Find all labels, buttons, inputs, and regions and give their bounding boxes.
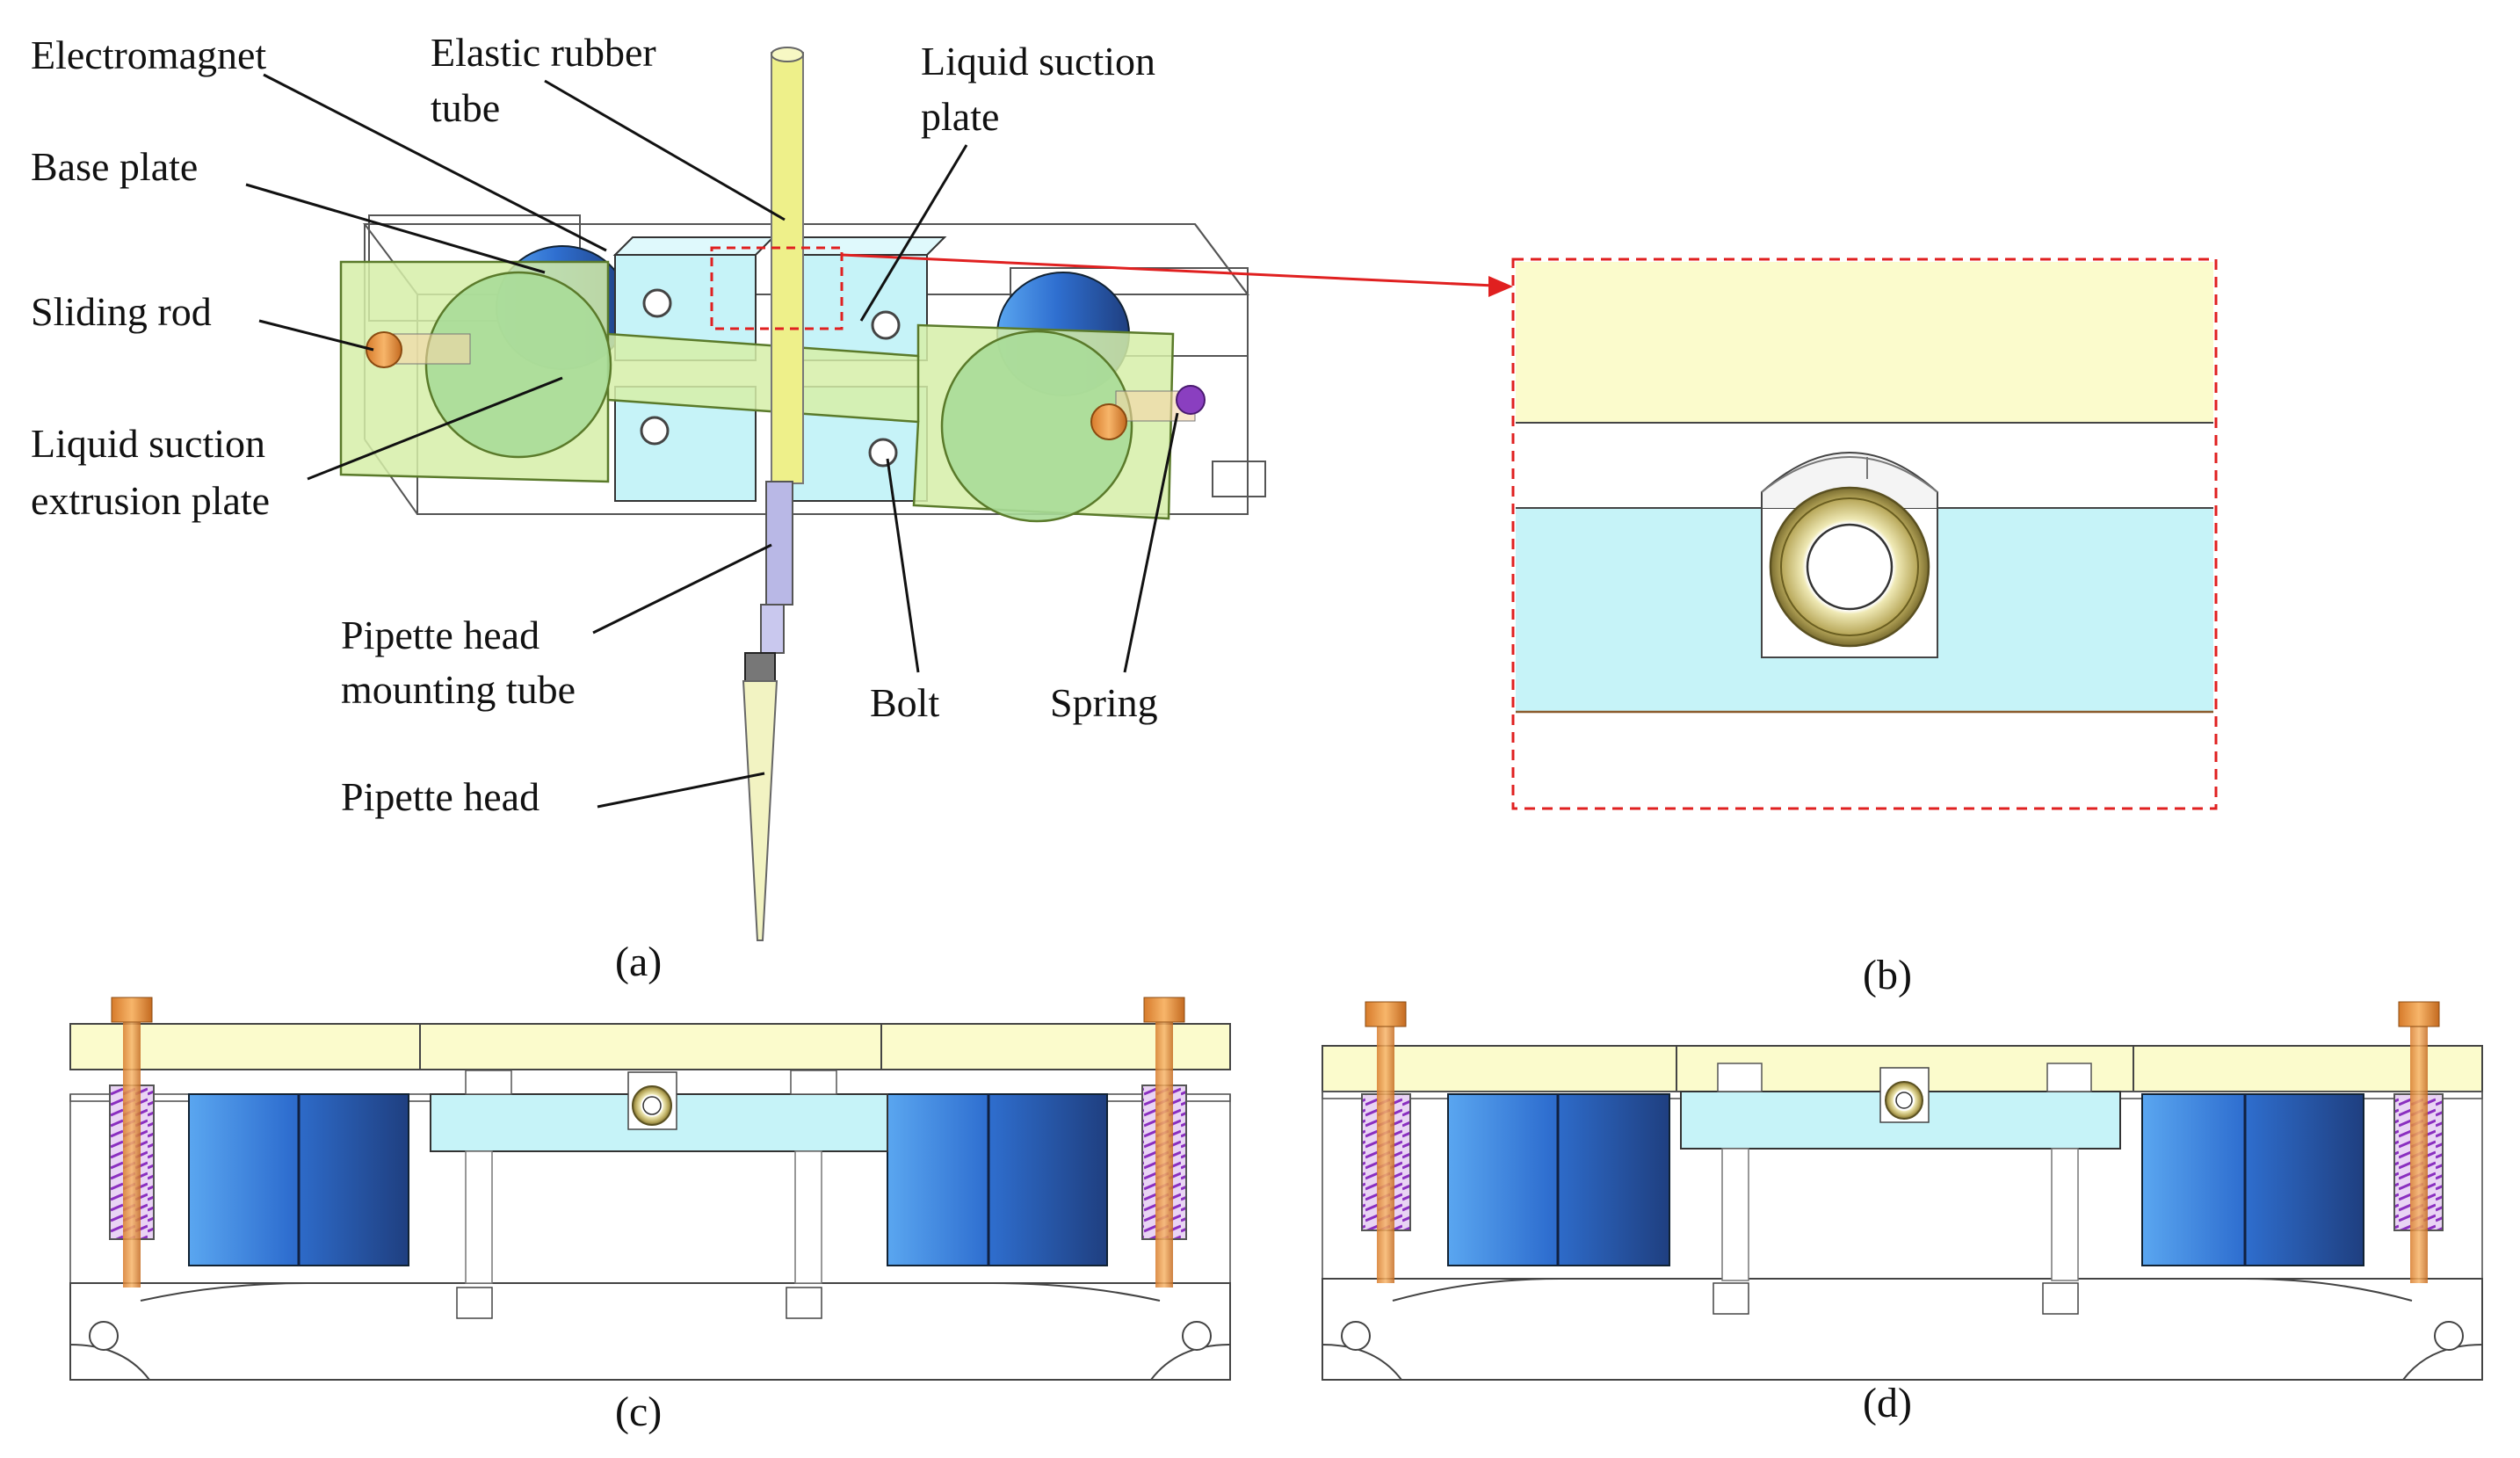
caption-b: (b)	[1863, 952, 1912, 998]
sliding-rods	[366, 331, 1206, 440]
caption-a: (a)	[615, 939, 662, 985]
label-elastic-rubber-tube-1: Elastic rubber	[431, 30, 656, 75]
zoom-region-marker	[710, 246, 844, 330]
rod-right-d	[2410, 1002, 2428, 1283]
tube-bore	[1806, 523, 1894, 611]
panel-a: Electromagnet Elastic rubber tube Liquid…	[31, 30, 1513, 985]
zoom-arrow	[841, 253, 1495, 287]
panel-b: (b)	[1511, 258, 2218, 998]
rod-left-c	[123, 997, 141, 1288]
label-electromagnet: Electromagnet	[31, 33, 266, 77]
label-extrusion-plate-2: extrusion plate	[31, 478, 270, 523]
label-mounting-tube-1: Pipette head	[341, 613, 539, 657]
pipette-mounting-tube	[760, 481, 793, 654]
panel-c: (c)	[69, 997, 1231, 1435]
label-elastic-rubber-tube-2: tube	[431, 85, 500, 130]
top-plate-c	[69, 1023, 1231, 1070]
electromagnet-right-d	[2141, 1093, 2364, 1266]
label-pipette-head: Pipette head	[341, 774, 539, 819]
label-bolt: Bolt	[870, 680, 939, 725]
panel-d: (d)	[1322, 1001, 2483, 1426]
electromagnet-right-c	[887, 1093, 1108, 1266]
rod-left-d	[1377, 1002, 1394, 1283]
label-sliding-rod: Sliding rod	[31, 289, 212, 334]
label-spring: Spring	[1050, 680, 1158, 725]
elastic-rubber-tube	[771, 47, 804, 484]
bolts	[640, 288, 901, 468]
rod-right-c	[1155, 997, 1173, 1288]
zoom-frame	[1511, 258, 2218, 810]
leader-lines	[245, 73, 1179, 809]
pipette-head	[742, 652, 778, 941]
label-liquid-suction-plate-2: plate	[921, 94, 999, 139]
label-mounting-tube-2: mounting tube	[341, 667, 576, 712]
label-extrusion-plate-1: Liquid suction	[31, 421, 265, 466]
caption-d: (d)	[1863, 1380, 1912, 1426]
top-plate-section	[1516, 262, 2213, 423]
zoom-arrowhead	[1488, 276, 1513, 297]
extrusion-plate	[339, 260, 1175, 523]
label-base-plate: Base plate	[31, 144, 198, 189]
label-liquid-suction-plate-1: Liquid suction	[921, 39, 1155, 83]
caption-c: (c)	[615, 1389, 662, 1435]
